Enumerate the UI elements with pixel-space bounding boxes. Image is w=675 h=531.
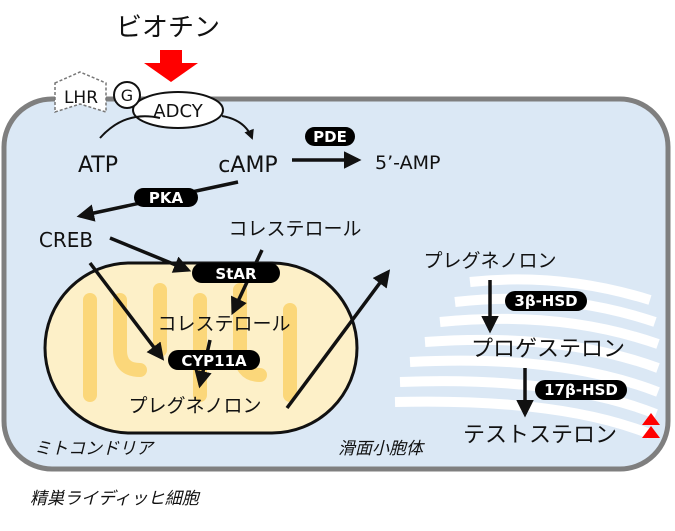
creb-to-star-arrow — [109, 236, 192, 273]
increase-red-triangles-icon — [642, 413, 660, 438]
adcy-enzyme — [132, 91, 224, 129]
hsd3b-badge — [505, 291, 587, 311]
pregnenolone-mitochondria-label: プレグネノロン — [128, 395, 261, 417]
pka-badge — [134, 188, 198, 207]
five-amp-label: 5’-AMP — [375, 152, 440, 174]
lhr-label: LHR — [64, 88, 98, 108]
biotin-red-arrow-icon — [144, 50, 198, 82]
hsd17b-label: 17β-HSD — [544, 381, 618, 399]
hsd3b-label: 3β-HSD — [514, 292, 577, 310]
testosterone-label: テストステロン — [463, 423, 617, 448]
cholesterol-mitochondria-label: コレステロール — [157, 313, 290, 335]
lhr-receptor — [54, 71, 107, 114]
pregnenolone-er-label: プレグネノロン — [423, 250, 556, 272]
creb-label: CREB — [39, 228, 93, 252]
g-protein-label: G — [121, 86, 133, 105]
atp-to-camp-arrow — [99, 115, 161, 139]
pregnenolone-export-arrow — [285, 269, 391, 410]
atp-label: ATP — [78, 153, 118, 178]
g-protein — [113, 81, 141, 109]
cholesterol-cytoplasm-label: コレステロール — [228, 218, 361, 240]
adcy-label: ADCY — [153, 101, 203, 122]
camp-label: cAMP — [218, 153, 277, 178]
star-badge — [192, 263, 280, 283]
hsd17b-badge — [535, 380, 627, 400]
mitochondria-label: ミトコンドリア — [34, 439, 155, 459]
cyp11a-badge — [168, 350, 260, 370]
smooth-er-label: 滑面小胞体 — [338, 439, 425, 459]
pde-label: PDE — [313, 128, 347, 146]
progesterone-label: プロゲステロン — [471, 337, 625, 362]
biotin-label: ビオチン — [116, 13, 220, 43]
creb-to-cyp11a-arrow — [88, 261, 165, 361]
pka-label: PKA — [149, 189, 184, 207]
cyp11a-label: CYP11A — [181, 352, 247, 370]
pde-badge — [305, 127, 355, 146]
figure-caption: 精巣ライディッヒ細胞 — [30, 489, 201, 509]
star-label: StAR — [215, 265, 257, 283]
